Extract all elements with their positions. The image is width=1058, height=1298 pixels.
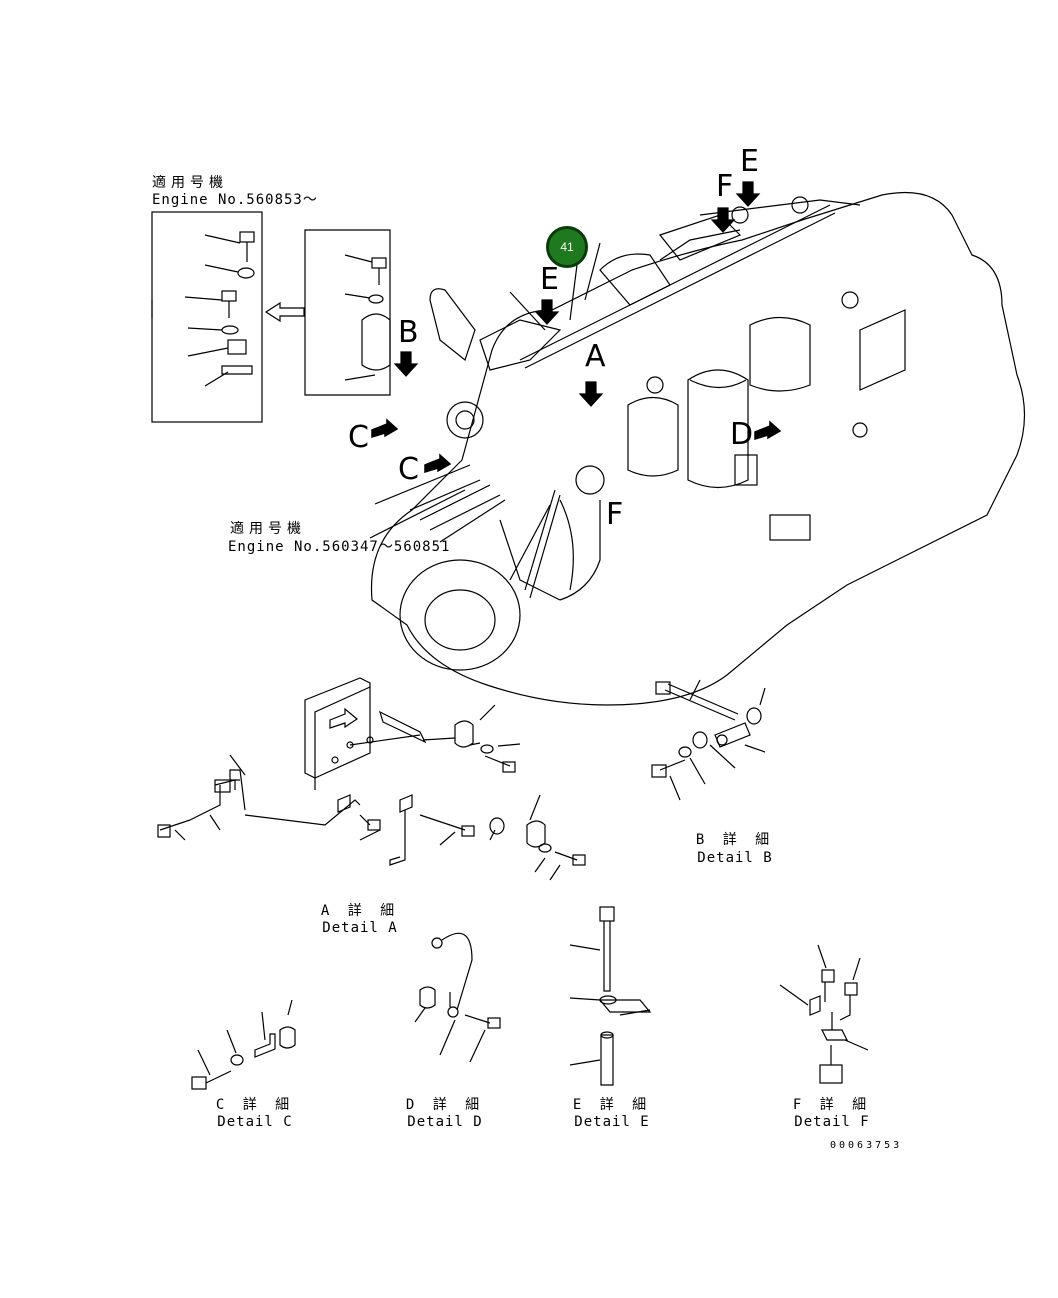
view-letter-e2: E bbox=[740, 144, 759, 179]
detail-c-drawing bbox=[191, 999, 296, 1090]
applicable-models-jp-top: 適用号機 bbox=[152, 175, 228, 191]
detail-e-title-jp: E 詳 細 bbox=[572, 1097, 652, 1113]
hatched-view-arrows bbox=[371, 418, 782, 474]
detail-c-title-jp: C 詳 細 bbox=[215, 1097, 295, 1113]
detail-a-title-jp: A 詳 細 bbox=[320, 903, 400, 919]
detail-b-title-en: Detail B bbox=[697, 850, 773, 866]
detail-a-title-en: Detail A bbox=[322, 920, 398, 936]
detail-d-title-en: Detail D bbox=[407, 1114, 483, 1130]
view-letter-f2: F bbox=[606, 497, 624, 532]
engine-number-range-mid: Engine No.560347～560851 bbox=[228, 539, 451, 555]
detail-b-title-jp: B 詳 細 bbox=[695, 832, 775, 848]
detail-e-title-en: Detail E bbox=[574, 1114, 650, 1130]
inset-box-old-engine bbox=[304, 229, 391, 396]
view-letter-b: B bbox=[398, 315, 419, 350]
detail-d-drawing bbox=[414, 932, 501, 1063]
detail-c-title-en: Detail C bbox=[217, 1114, 293, 1130]
engine-assembly bbox=[370, 191, 1026, 706]
detail-f-drawing bbox=[779, 944, 869, 1084]
reference-arrow-icon bbox=[264, 301, 305, 323]
inset-box-new-engine bbox=[151, 211, 263, 423]
view-letter-c2: C bbox=[398, 452, 419, 487]
detail-a-drawing bbox=[157, 677, 586, 881]
engine-number-range-top: Engine No.560853～ bbox=[152, 192, 318, 208]
view-letter-a: A bbox=[585, 339, 606, 374]
detail-e-drawing bbox=[569, 906, 652, 1086]
applicable-models-jp-mid: 適用号機 bbox=[230, 521, 306, 537]
detail-f-title-jp: F 詳 細 bbox=[792, 1097, 872, 1113]
callout-badge[interactable]: 41 bbox=[546, 226, 588, 268]
engine-leader-lines bbox=[369, 242, 601, 599]
view-letter-f1: F bbox=[716, 169, 734, 204]
detail-f-title-en: Detail F bbox=[794, 1114, 870, 1130]
view-letter-c1: C bbox=[348, 420, 369, 455]
drawing-number: 00063753 bbox=[830, 1140, 903, 1151]
view-letter-e1: E bbox=[540, 262, 559, 297]
view-arrows bbox=[393, 181, 761, 407]
detail-d-title-jp: D 詳 細 bbox=[405, 1097, 485, 1113]
detail-b-drawing bbox=[651, 679, 766, 801]
view-letter-d: D bbox=[730, 417, 754, 452]
